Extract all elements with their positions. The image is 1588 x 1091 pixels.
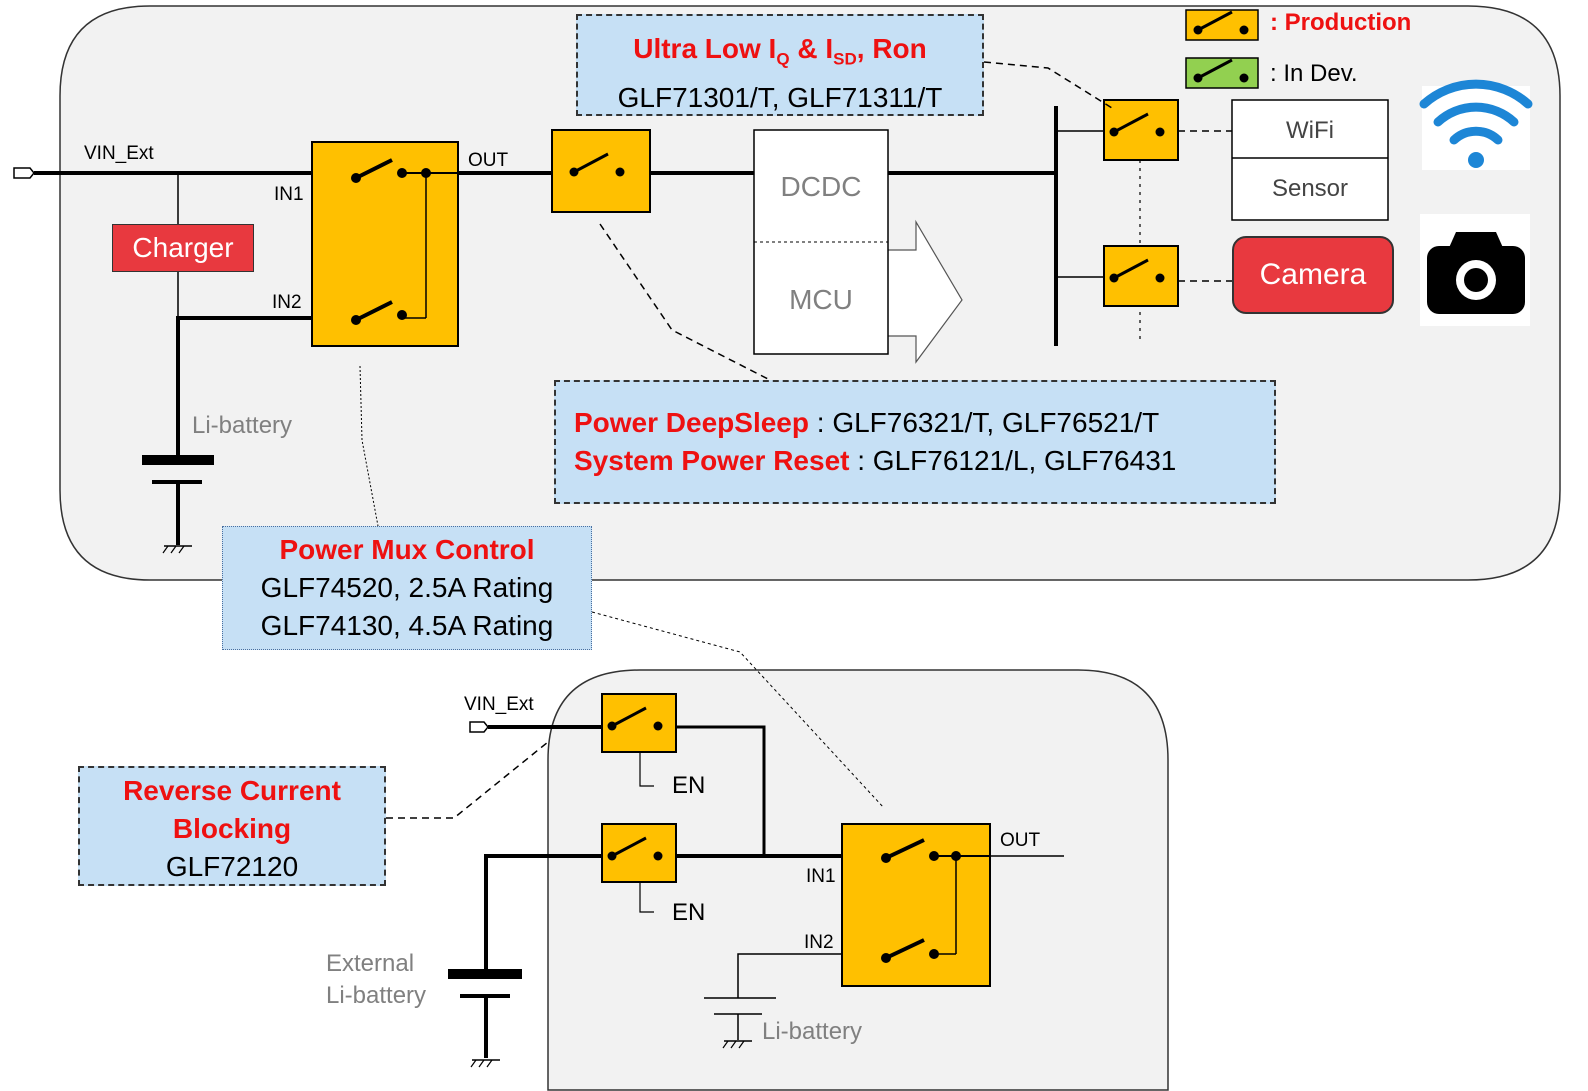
top-battery-label: Li-battery bbox=[192, 412, 293, 439]
callout-mux: Power Mux Control GLF74520, 2.5A Rating … bbox=[222, 526, 592, 650]
wifi-sensor-box bbox=[1231, 99, 1389, 221]
ultra-low-parts: GLF71301/T, GLF71311/T bbox=[617, 81, 943, 113]
bottom-in1-label: IN1 bbox=[806, 866, 836, 887]
dcdc-label: DCDC bbox=[780, 171, 862, 202]
mux-line2: GLF74130, 4.5A Rating bbox=[260, 610, 554, 641]
mcu-label: MCU bbox=[789, 284, 853, 315]
load-switch-main bbox=[551, 129, 651, 213]
bottom-en2-label: EN bbox=[672, 899, 706, 926]
callout-reverse: Reverse Current Blocking GLF72120 bbox=[78, 766, 386, 886]
ultra-low-title: Ultra Low IQ & ISD, Ron bbox=[633, 33, 927, 69]
callout-deepsleep: Power DeepSleep : GLF76321/T, GLF76521/T… bbox=[554, 380, 1276, 504]
legend-indev-swatch bbox=[1185, 57, 1259, 89]
deepsleep-label: Power DeepSleep bbox=[574, 407, 809, 438]
top-in2-label: IN2 bbox=[272, 292, 302, 313]
camera-icon bbox=[1420, 214, 1530, 326]
reset-parts: : GLF76121/L, GLF76431 bbox=[849, 445, 1177, 476]
deepsleep-parts: : GLF76321/T, GLF76521/T bbox=[808, 407, 1160, 438]
legend-production-swatch bbox=[1185, 9, 1259, 41]
camera-block: Camera bbox=[1232, 236, 1394, 314]
legend-indev-label: : In Dev. bbox=[1270, 60, 1358, 87]
ext-battery-label2: Li-battery bbox=[326, 982, 427, 1009]
bottom-en1-label: EN bbox=[672, 772, 706, 799]
reset-label: System Power Reset bbox=[574, 445, 850, 476]
reverse-title1: Reverse Current bbox=[123, 775, 341, 806]
callout-ultra-low: Ultra Low IQ & ISD, Ron GLF71301/T, GLF7… bbox=[576, 14, 984, 116]
charger-block: Charger bbox=[112, 224, 254, 272]
mux-line1: GLF74520, 2.5A Rating bbox=[260, 572, 554, 603]
bottom-battery-label: Li-battery bbox=[762, 1018, 863, 1045]
bottom-switch-1 bbox=[601, 693, 677, 753]
wifi-label: WiFi bbox=[1286, 117, 1334, 144]
reverse-part: GLF72120 bbox=[165, 851, 299, 882]
bottom-mux-switch bbox=[841, 823, 991, 987]
top-in1-label: IN1 bbox=[274, 184, 304, 205]
top-out-label: OUT bbox=[468, 150, 509, 171]
ext-battery-label1: External bbox=[326, 950, 415, 977]
top-vin-label: VIN_Ext bbox=[84, 143, 154, 164]
bottom-out-label: OUT bbox=[1000, 830, 1041, 851]
bottom-vin-label: VIN_Ext bbox=[464, 694, 534, 715]
wifi-icon bbox=[1419, 79, 1533, 170]
top-mux-switch bbox=[311, 141, 459, 347]
legend-production-label: : Production bbox=[1270, 9, 1412, 36]
mux-title: Power Mux Control bbox=[279, 534, 535, 565]
reverse-title2: Blocking bbox=[172, 813, 292, 844]
sensor-label: Sensor bbox=[1271, 175, 1349, 202]
bottom-in2-label: IN2 bbox=[804, 932, 834, 953]
